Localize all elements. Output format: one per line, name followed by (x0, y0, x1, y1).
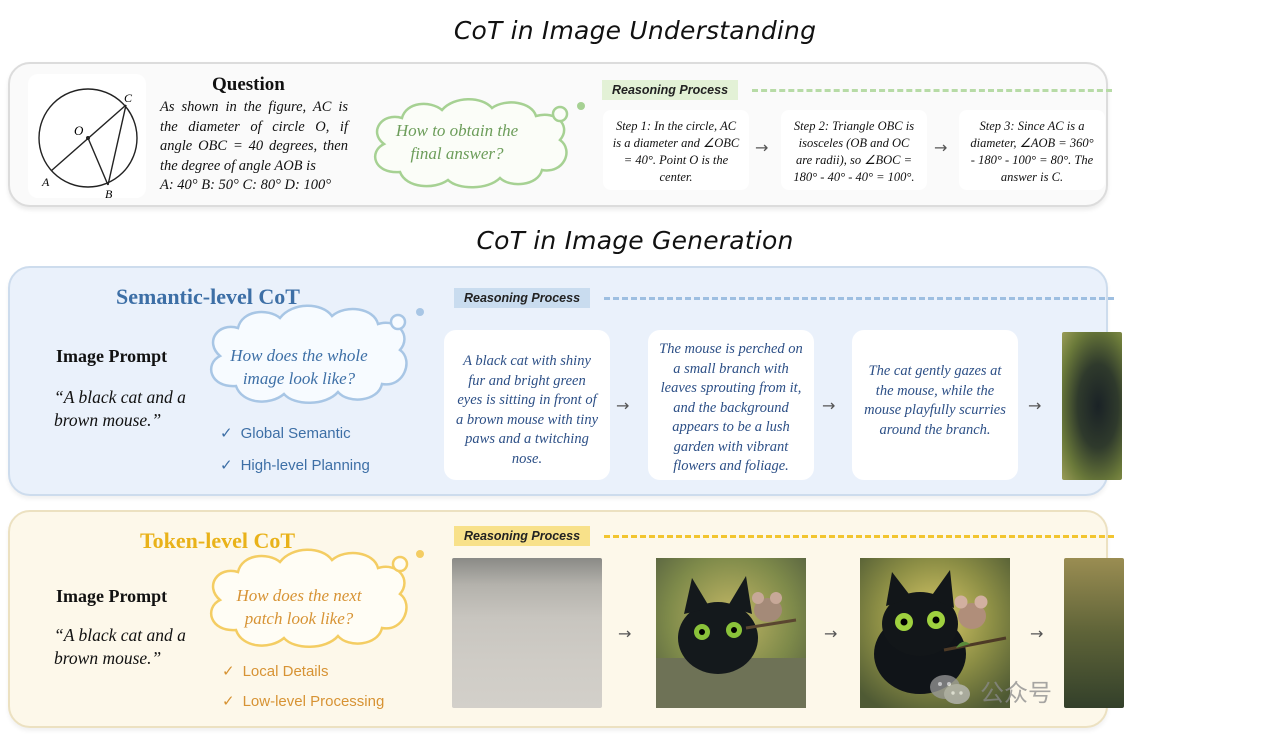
dashed-line (604, 535, 1114, 538)
dashed-line (752, 89, 1112, 92)
arrow-icon: → (616, 396, 630, 415)
arrow-icon: → (1030, 624, 1044, 643)
understanding-section-title: CoT in Image Understanding (453, 16, 817, 45)
thought-cloud (210, 304, 424, 404)
image-prompt-text: “A black cat and a brown mouse.” (54, 387, 186, 430)
question-title: Question (212, 74, 285, 95)
semantic-step-1: A black cat with shiny fur and bright gr… (444, 330, 610, 480)
geo-label-o: O (74, 123, 84, 138)
arrow-icon: → (755, 138, 769, 157)
reasoning-process-tag: Reasoning Process (454, 526, 591, 546)
reasoning-process-tag: Reasoning Process (602, 80, 739, 100)
watermark: 公众号 (928, 672, 1052, 708)
step-box-1: Step 1: In the circle, AC is a diameter … (603, 110, 749, 190)
semantic-cot-title: Semantic-level CoT (116, 284, 300, 309)
arrow-icon: → (934, 138, 948, 157)
token-cot-panel: Token-level CoT Image Prompt “A black ca… (8, 510, 1124, 728)
semantic-cot-panel: Semantic-level CoT Image Prompt “A black… (8, 266, 1122, 496)
arrow-icon: → (1028, 396, 1042, 415)
image-prompt-text: “A black cat and a brown mouse.” (54, 625, 186, 668)
arrow-icon: → (824, 624, 838, 643)
watermark-text: 公众号 (980, 678, 1052, 707)
check-icon: ✓ (220, 425, 233, 442)
question-text: As shown in the figure, AC is the diamet… (160, 99, 348, 174)
generated-image-step-1 (452, 558, 602, 708)
question-options: A: 40° B: 50° C: 80° D: 100° (160, 177, 331, 193)
semantic-step-2: The mouse is perched on a small branch w… (648, 330, 814, 480)
check-high-level-planning: ✓High-level Planning (220, 457, 370, 474)
understanding-panel: C O A B Question As shown in the figure,… (8, 62, 1112, 207)
check-icon: ✓ (222, 693, 235, 710)
semantic-step-3: The cat gently gazes at the mouse, while… (852, 330, 1018, 480)
cloud-text: How to obtain the final answer? (395, 121, 519, 163)
generation-section-title: CoT in Image Generation (476, 226, 794, 255)
image-prompt-label: Image Prompt (56, 586, 168, 606)
generated-image-final (1064, 558, 1124, 708)
thought-cloud (210, 548, 424, 648)
step-box-2: Step 2: Triangle OBC is isosceles (OB an… (781, 110, 927, 190)
generated-image-step-2 (656, 558, 806, 708)
token-cot-title: Token-level CoT (140, 528, 296, 553)
check-icon: ✓ (222, 663, 235, 680)
image-prompt-label: Image Prompt (56, 346, 168, 366)
arrow-icon: → (618, 624, 632, 643)
geo-label-c: C (124, 91, 133, 105)
check-global-semantic: ✓Global Semantic (220, 425, 351, 442)
geometry-figure: C O A B (28, 74, 146, 201)
check-local-details: ✓Local Details (222, 663, 329, 680)
reasoning-process-tag: Reasoning Process (454, 288, 591, 308)
cloud-text: How does the next patch look like? (236, 586, 362, 628)
geo-label-a: A (41, 175, 50, 189)
arrow-icon: → (822, 396, 836, 415)
cloud-text: How does the whole image look like? (230, 346, 368, 388)
dashed-line (604, 297, 1114, 300)
generated-image-final (1062, 332, 1122, 480)
check-low-level-processing: ✓Low-level Processing (222, 693, 385, 710)
step-box-3: Step 3: Since AC is a diameter, ∠AOB = 3… (959, 110, 1105, 190)
wechat-icon (930, 675, 970, 704)
thought-cloud (374, 98, 585, 189)
geo-label-b: B (105, 187, 113, 201)
check-icon: ✓ (220, 457, 233, 474)
